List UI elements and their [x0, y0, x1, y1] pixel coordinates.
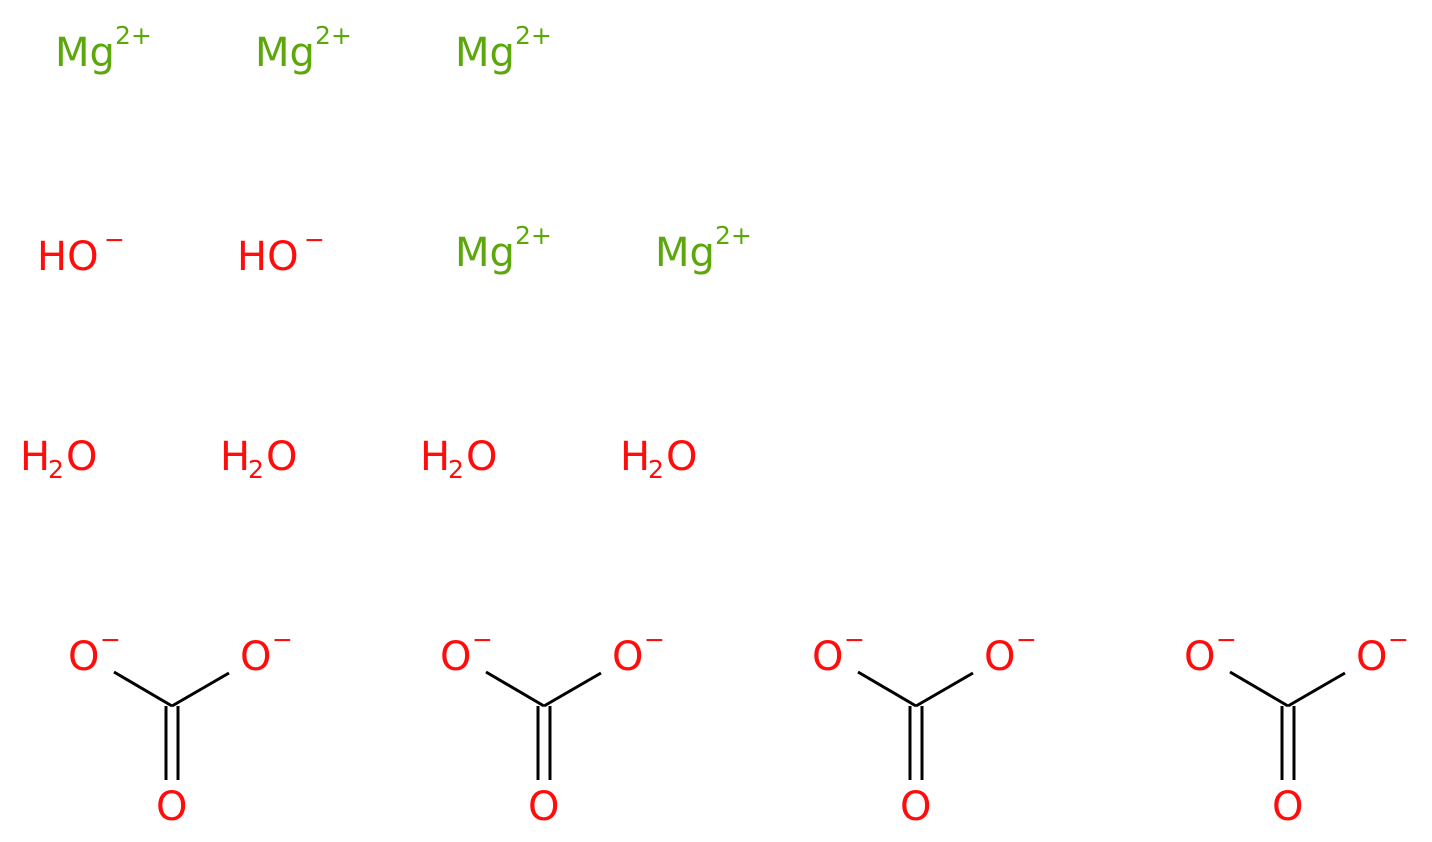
water-molecule: H 2 O — [20, 434, 97, 484]
single-bond — [857, 670, 917, 708]
mg-symbol: Mg — [455, 230, 515, 276]
magnesium-ion: Mg 2+ — [655, 221, 752, 276]
single-bond — [485, 670, 545, 708]
water-o: O — [666, 434, 697, 480]
single-bond — [915, 671, 974, 708]
single-bond — [113, 670, 173, 708]
mg-charge: 2+ — [115, 21, 152, 50]
carbonate-ion: O − O − O — [440, 625, 665, 830]
carbonate-oxygen-charge: − — [844, 625, 865, 654]
carbonate-oxygen-charge: − — [272, 625, 293, 654]
carbonate-oxygen: O — [440, 634, 471, 680]
carbonate-oxygen: O — [984, 634, 1015, 680]
water-o: O — [466, 434, 497, 480]
carbonate-ion: O − O − O — [812, 625, 1037, 830]
mg-symbol: Mg — [255, 30, 315, 76]
carbonate-oxygen-charge: − — [100, 625, 121, 654]
magnesium-ion: Mg 2+ — [55, 21, 152, 76]
carbonate-oxygen: O — [812, 634, 843, 680]
water-molecule: H 2 O — [220, 434, 297, 484]
carbonyl-oxygen: O — [900, 784, 931, 830]
magnesium-ion: Mg 2+ — [455, 21, 552, 76]
water-subscript: 2 — [648, 455, 664, 484]
water-h: H — [20, 434, 50, 480]
carbonate-oxygen: O — [68, 634, 99, 680]
mg-symbol: Mg — [55, 30, 115, 76]
carbonate-oxygen: O — [1184, 634, 1215, 680]
mg-charge: 2+ — [315, 21, 352, 50]
hydroxide-ion: HO − — [37, 225, 125, 280]
carbonate-oxygen-charge: − — [1016, 625, 1037, 654]
carbonate-ion: O − O − O — [1184, 625, 1409, 830]
water-subscript: 2 — [448, 455, 464, 484]
carbonyl-oxygen: O — [156, 784, 187, 830]
water-h: H — [620, 434, 650, 480]
magnesium-ion: Mg 2+ — [255, 21, 352, 76]
carbonate-oxygen: O — [612, 634, 643, 680]
carbonate-oxygen-charge: − — [644, 625, 665, 654]
hydroxide-charge: − — [104, 225, 125, 254]
carbonate-oxygen-charge: − — [472, 625, 493, 654]
magnesium-ion: Mg 2+ — [455, 221, 552, 276]
carbonate-ion: O − O − O — [68, 625, 293, 830]
hydroxide-ion: HO − — [237, 225, 325, 280]
water-h: H — [420, 434, 450, 480]
mg-symbol: Mg — [455, 30, 515, 76]
single-bond — [1229, 670, 1289, 708]
hydroxide-symbol: HO — [37, 234, 99, 280]
water-o: O — [66, 434, 97, 480]
carbonyl-oxygen: O — [528, 784, 559, 830]
mg-charge: 2+ — [515, 221, 552, 250]
single-bond — [1287, 671, 1346, 708]
carbonate-oxygen: O — [240, 634, 271, 680]
hydroxide-symbol: HO — [237, 234, 299, 280]
carbonate-oxygen-charge: − — [1216, 625, 1237, 654]
carbonate-oxygen: O — [1356, 634, 1387, 680]
water-subscript: 2 — [48, 455, 64, 484]
hydroxide-charge: − — [304, 225, 325, 254]
water-o: O — [266, 434, 297, 480]
carbonyl-oxygen: O — [1272, 784, 1303, 830]
single-bond — [543, 671, 602, 708]
single-bond — [171, 671, 230, 708]
water-molecule: H 2 O — [420, 434, 497, 484]
water-subscript: 2 — [248, 455, 264, 484]
mg-charge: 2+ — [515, 21, 552, 50]
mg-charge: 2+ — [715, 221, 752, 250]
mg-symbol: Mg — [655, 230, 715, 276]
water-h: H — [220, 434, 250, 480]
water-molecule: H 2 O — [620, 434, 697, 484]
carbonate-oxygen-charge: − — [1388, 625, 1409, 654]
